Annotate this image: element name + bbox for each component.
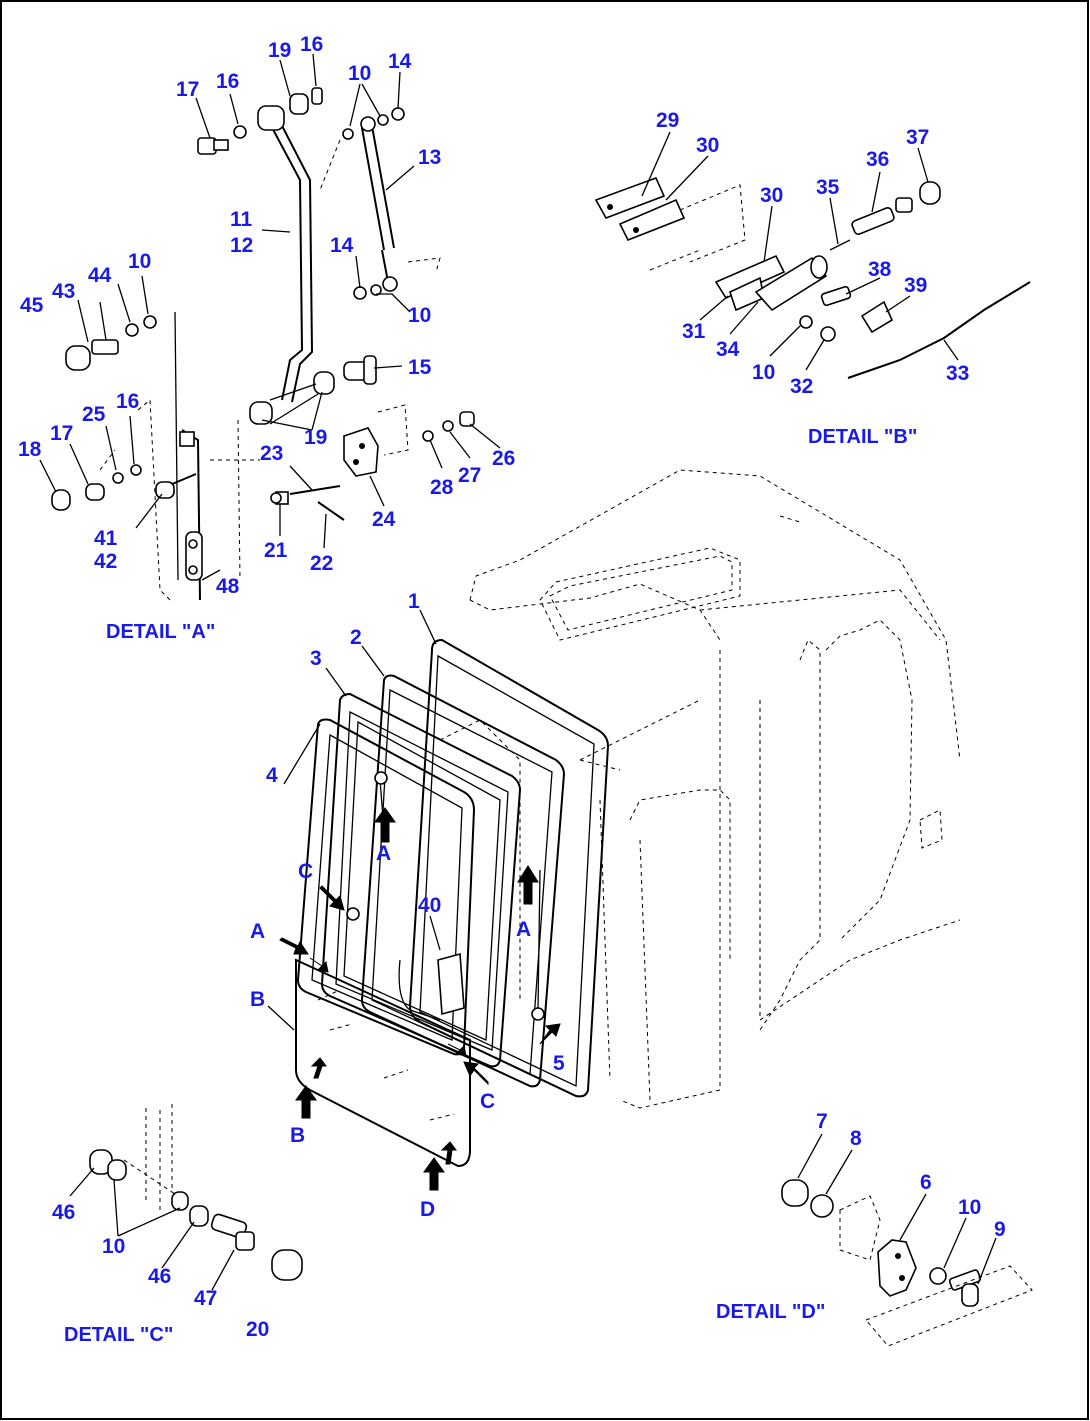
cab-outline [439,469,961,1109]
callout-14: 14 [330,234,354,257]
callout-10: 10 [408,304,431,327]
callout-42: 42 [94,550,117,573]
callout-17: 17 [176,78,199,101]
callout-40: 40 [418,894,441,917]
callout-25: 25 [82,403,106,426]
callout-38: 38 [868,258,892,281]
detail-b-caption: DETAIL "B" [808,426,917,448]
arrow-b-1 [279,937,309,955]
callout-29: 29 [656,109,679,132]
arrow-b-3 [309,957,329,973]
callouts-main: 1 2 3 4 C A A 40 A B 5 C B D [250,590,565,1221]
callout-34: 34 [716,338,740,361]
callout-32: 32 [790,375,813,398]
callout-5: B [250,988,265,1011]
callout-16: 16 [116,390,139,413]
callouts-detail-c: 46 10 46 47 20 [52,1201,269,1341]
callout-1: 1 [408,590,420,613]
callout-10: 10 [348,62,371,85]
leader-lines [39,53,997,1291]
callout-26: 26 [492,447,515,470]
callout-17: 17 [50,422,73,445]
callout-22: 22 [310,552,333,575]
arrow-c-2 [539,1023,561,1045]
callout-10: 10 [958,1196,981,1219]
arrow-b-4 [447,1043,467,1057]
callout-46: 46 [52,1201,75,1224]
callout-24: 24 [372,508,396,531]
callout-16: 16 [300,33,323,56]
callout-31: 31 [682,320,706,343]
callout-7: 7 [816,1110,828,1133]
door-panels [295,638,610,1168]
callout-39: 39 [904,274,927,297]
detail-c-caption: DETAIL "C" [64,1324,173,1346]
callouts-detail-b: 29 30 37 30 36 35 38 39 31 34 10 32 33 [656,109,969,398]
callout-8: 8 [850,1127,862,1150]
detail-a-artwork [51,87,475,601]
label-d: B [290,1124,305,1147]
arrow-c-1 [319,885,345,911]
callout-11: 11 [230,208,253,231]
callout-28: 28 [430,476,454,499]
label-a: A [376,842,391,865]
callout-43: 43 [52,280,75,303]
detail-b-artwork [594,176,1031,379]
callout-9: 9 [994,1218,1006,1241]
callout-44: 44 [88,264,112,287]
callout-41: 41 [94,527,118,550]
arrow-a-1 [374,807,396,843]
callout-10: 10 [102,1235,125,1258]
callout-30: 30 [696,134,719,157]
callout-10: 10 [752,361,775,384]
callout-4: 4 [266,764,278,787]
callout-18: 18 [18,438,42,461]
callout-13: 13 [418,146,441,169]
detail-d-artwork [781,1179,1033,1347]
callout-21: 21 [264,539,288,562]
arrow-b-2 [463,1061,489,1086]
callout-15: 15 [408,356,432,379]
callout-10: 10 [128,250,151,273]
callout-19: 19 [304,426,327,449]
callout-37: 37 [906,126,929,149]
label-a: A [516,918,531,941]
callout-36: 36 [866,148,889,171]
arrow-d-4 [440,1141,457,1165]
callout-46: 46 [148,1265,171,1288]
location-arrows [279,807,561,1191]
callout-27: 27 [458,464,481,487]
callout-20: 20 [246,1318,269,1341]
callouts-detail-d: 7 8 6 10 9 [816,1110,1006,1241]
callout-12: 12 [230,234,253,257]
callout-47: 47 [194,1287,217,1310]
callout-16: 16 [216,70,239,93]
callout-19: 19 [268,39,291,62]
label-b: C [480,1090,495,1113]
detail-a-caption: DETAIL "A" [106,621,215,643]
callout-45: 45 [20,294,44,317]
arrow-a-2 [517,865,539,905]
label-c: C [298,860,313,883]
callout-6: 6 [920,1171,932,1194]
callout-2: 2 [350,626,362,649]
label-d: D [420,1198,435,1221]
callout-35: 35 [816,176,840,199]
callout-14: 14 [388,50,412,73]
detail-d-caption: DETAIL "D" [716,1301,825,1323]
arrow-d-3 [310,1057,327,1079]
label-b: A [250,920,265,943]
label-c: 5 [553,1052,565,1075]
callout-30: 30 [760,184,783,207]
callouts-detail-a: 19 16 17 16 10 14 13 11 12 14 10 45 43 4… [18,33,515,598]
arrow-d-1 [295,1085,317,1119]
arrow-d-2 [423,1157,445,1191]
callout-3: 3 [310,647,322,670]
callout-33: 33 [946,362,969,385]
detail-c-artwork [89,1104,303,1281]
callout-23: 23 [260,442,283,465]
callout-48: 48 [216,575,240,598]
